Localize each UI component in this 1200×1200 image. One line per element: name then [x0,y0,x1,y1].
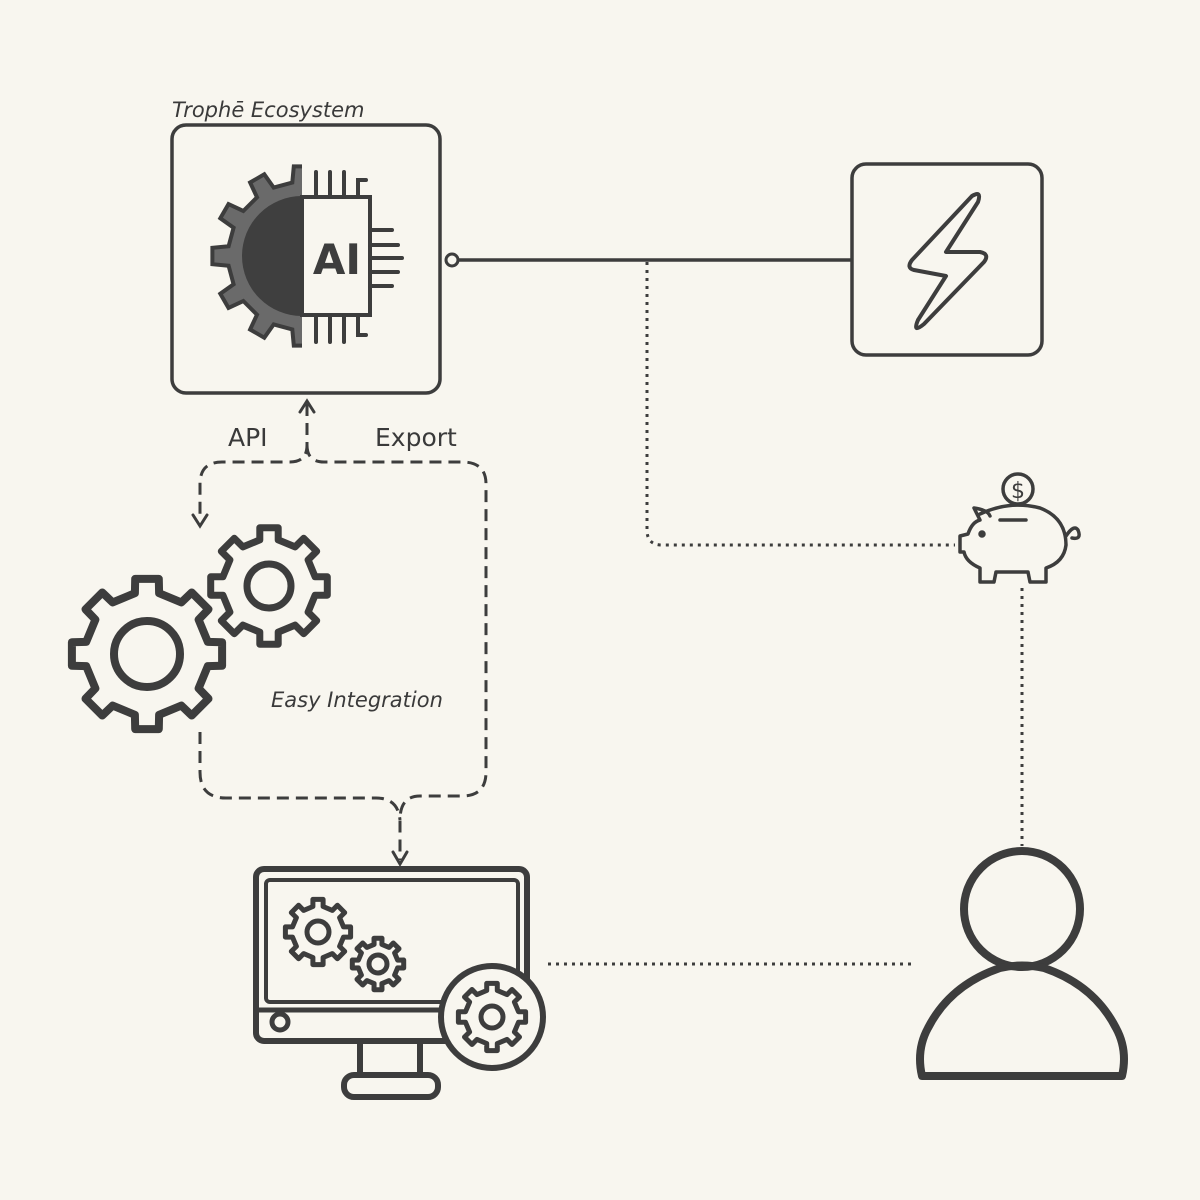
export-label: Export [375,423,457,452]
gears-icon [67,524,331,734]
ai-chip-gear-icon: AI [210,164,404,348]
ecosystem-label: Trophē Ecosystem [172,98,365,122]
monitor-settings-icon [253,866,546,1100]
dollar-symbol: $ [1011,479,1025,504]
connector-ai-to-energy [444,252,851,268]
arrowheads [191,398,409,867]
piggy-bank-icon: $ [958,472,1081,584]
ai-ecosystem-node[interactable]: AI [170,123,442,395]
dashed-flow-api-export [198,404,488,860]
lightning-bolt-icon [907,192,989,331]
dotted-connector-to-piggy-bank [645,262,955,547]
energy-node[interactable] [850,162,1044,357]
user-icon [916,847,1128,1080]
easy-integration-label: Easy Integration [271,688,443,712]
ai-chip-text: AI [313,235,361,284]
api-label: API [228,423,268,452]
